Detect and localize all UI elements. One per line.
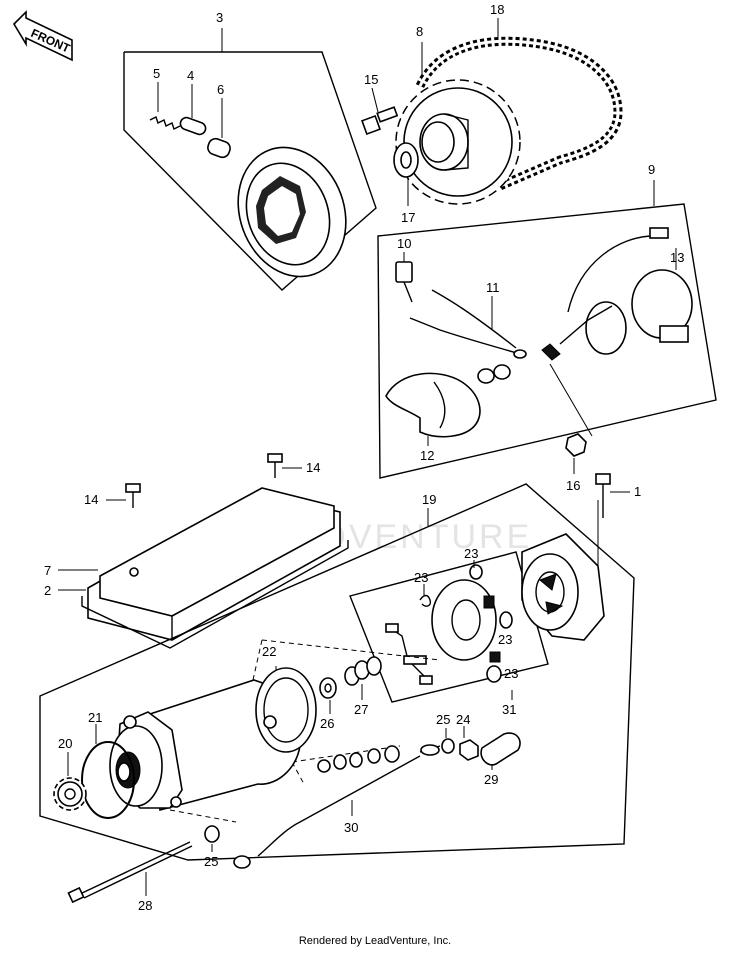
callout-6: 6 <box>217 82 224 97</box>
terminal-cover-part <box>395 252 413 303</box>
washer-part <box>393 142 419 206</box>
callout-23-b: 23 <box>414 570 428 585</box>
callout-17: 17 <box>401 210 415 225</box>
o-ring-part <box>81 724 135 819</box>
callout-25-upper: 25 <box>436 712 450 727</box>
relay-group <box>377 180 717 479</box>
cover-bolt-part <box>106 483 141 508</box>
clutch-body-part <box>237 146 347 278</box>
callout-labels: 3 5 4 6 8 18 15 17 9 10 11 13 12 16 14 1… <box>44 2 684 913</box>
callout-31: 31 <box>502 702 516 717</box>
callout-10: 10 <box>397 236 411 251</box>
cap-part <box>441 726 521 770</box>
roller-part <box>207 98 231 159</box>
callout-4: 4 <box>187 68 194 83</box>
nut-part <box>549 363 593 474</box>
callout-1: 1 <box>634 484 641 499</box>
spring-part <box>149 82 181 130</box>
callout-21: 21 <box>88 710 102 725</box>
relay-cap-part <box>385 372 481 446</box>
callout-14-lower: 14 <box>84 492 98 507</box>
cover-part <box>58 487 349 649</box>
terminal-nut-set-part <box>317 745 400 773</box>
callout-16: 16 <box>566 478 580 493</box>
callout-9: 9 <box>648 162 655 177</box>
motor-body-part <box>109 667 317 812</box>
callout-23-c: 23 <box>498 632 512 647</box>
callout-29: 29 <box>484 772 498 787</box>
motor-cable-part <box>233 744 441 869</box>
callout-22: 22 <box>262 644 276 659</box>
footer-credit: Rendered by LeadVenture, Inc. <box>298 935 452 947</box>
callout-11: 11 <box>486 280 500 295</box>
callout-2: 2 <box>44 583 51 598</box>
callout-5: 5 <box>153 66 160 81</box>
washer-part <box>169 809 237 852</box>
callout-20: 20 <box>58 736 72 751</box>
callout-12: 12 <box>420 448 434 463</box>
callout-26: 26 <box>320 716 334 731</box>
washer-part <box>319 656 382 714</box>
callout-13: 13 <box>670 250 684 265</box>
sprocket-group <box>361 18 623 206</box>
callout-28: 28 <box>138 898 152 913</box>
callout-24: 24 <box>456 712 470 727</box>
callout-7: 7 <box>44 563 51 578</box>
callout-25-lower: 25 <box>204 854 218 869</box>
sprocket-part <box>395 79 521 205</box>
callout-8: 8 <box>416 24 423 39</box>
callout-19: 19 <box>422 492 436 507</box>
cable-part <box>409 289 527 359</box>
cover-bolt-part <box>267 453 302 478</box>
pinion-gear-part <box>53 752 87 811</box>
callout-30: 30 <box>344 820 358 835</box>
callout-27: 27 <box>354 702 368 717</box>
motor-end-cover-part <box>521 533 605 641</box>
starter-clutch-group <box>123 28 377 291</box>
pin-part <box>179 84 207 136</box>
callout-23-d: 23 <box>504 666 518 681</box>
starter-motor-group <box>39 483 635 904</box>
bolt-part <box>361 87 399 135</box>
callout-18: 18 <box>490 2 504 17</box>
relay-part <box>541 227 693 361</box>
callout-23-a: 23 <box>464 546 478 561</box>
callout-3: 3 <box>216 10 223 25</box>
front-arrow-icon: FRONT <box>12 10 73 62</box>
callout-15: 15 <box>364 72 378 87</box>
through-bolt-part <box>67 841 193 904</box>
callout-14-upper: 14 <box>306 460 320 475</box>
brush-lead-part <box>385 623 433 685</box>
brush-plate-part <box>419 560 513 683</box>
